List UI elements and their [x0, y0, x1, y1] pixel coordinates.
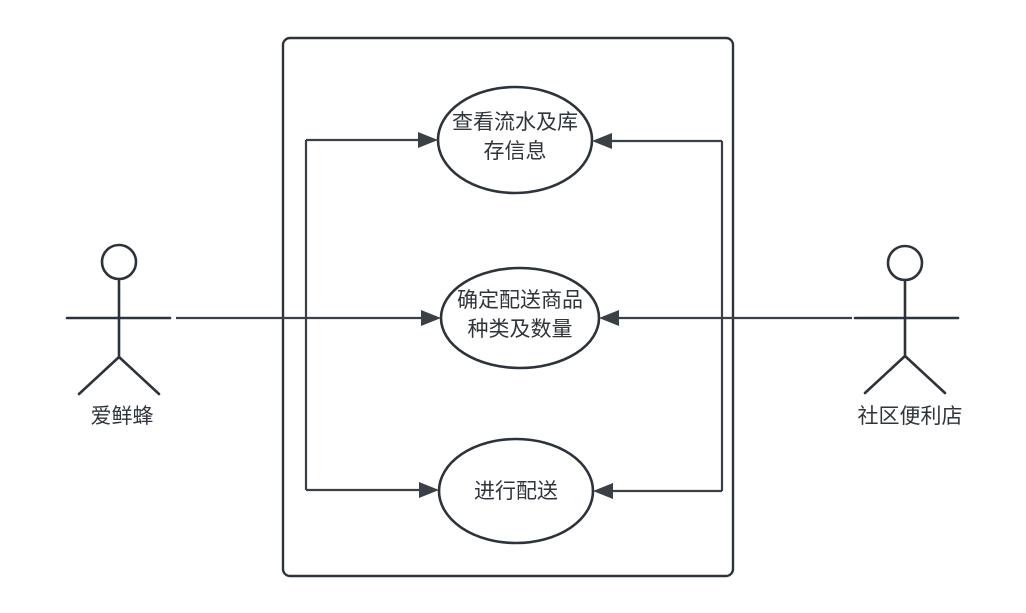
use-case-ellipse	[437, 437, 595, 545]
actor-left: 爱鲜蜂	[65, 243, 172, 428]
association-lines-right	[592, 133, 852, 499]
use-case-label-line1: 确定配送商品	[457, 289, 583, 312]
actor-right-label: 社区便利店	[858, 405, 963, 428]
actor-right: 社区便利店	[853, 244, 963, 428]
use-case-label-line1: 查看流水及库	[452, 111, 578, 134]
use-case-label-line2: 种类及数量	[468, 318, 573, 341]
actor-leg-line	[77, 355, 121, 396]
arrowhead-icon	[599, 310, 619, 326]
actor-head-icon	[100, 243, 138, 281]
arrowhead-icon	[593, 483, 613, 499]
actor-left-label: 爱鲜蜂	[91, 405, 154, 428]
association-lines-left	[176, 132, 441, 498]
use-case-label-line1: 进行配送	[474, 480, 558, 503]
actor-head-icon	[886, 244, 924, 282]
arrowhead-icon	[419, 482, 439, 498]
actor-leg-line	[863, 354, 907, 395]
use-case-determine-goods: 确定配送商品 种类及数量	[439, 266, 601, 370]
arrowhead-icon	[418, 132, 438, 148]
use-case-ellipse	[439, 266, 601, 370]
actor-leg-line	[117, 355, 161, 396]
use-case-ellipse	[436, 85, 594, 195]
use-case-label-line2: 存信息	[484, 140, 547, 163]
system-boundary-box	[281, 36, 735, 578]
use-case-perform-delivery: 进行配送	[437, 437, 595, 545]
use-case-view-flow-inventory: 查看流水及库 存信息	[436, 85, 594, 195]
arrowhead-icon	[592, 133, 612, 149]
actor-leg-line	[903, 354, 947, 395]
arrowhead-icon	[421, 310, 441, 326]
